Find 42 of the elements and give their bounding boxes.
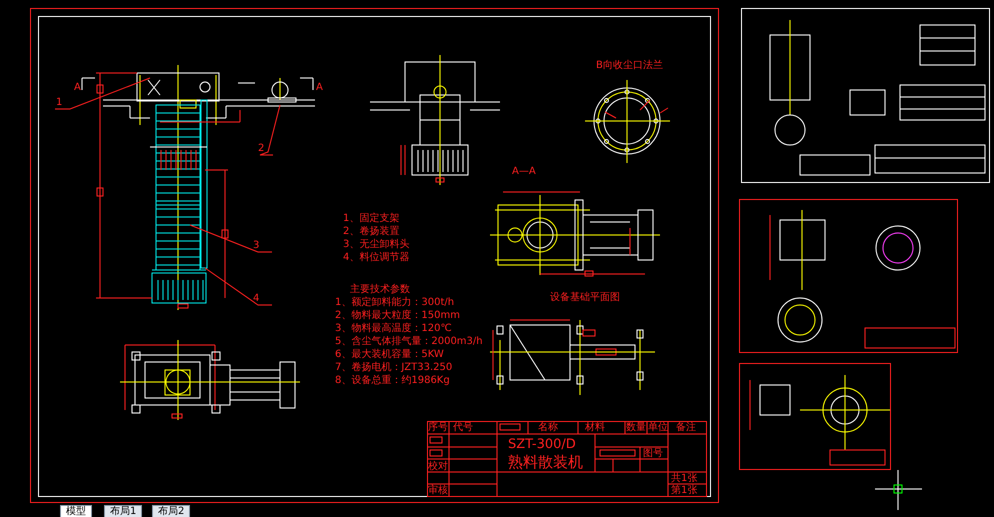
drawing-number: SZT-300/D [508,437,576,452]
leader-line [190,224,272,252]
layout-tab: 布局1 [104,505,142,517]
table-header: 数量 [626,422,646,433]
leader-line [54,78,150,110]
parts-list-item: 1、固定支架 [343,213,400,224]
table-header: 单位 [648,422,668,433]
table-header: 名称 [538,422,558,433]
spec-item: 8、设备总重：约1986Kg [335,375,450,386]
table-label: 共1张 [671,473,698,484]
table-label: 审核 [428,485,448,496]
parts-list-item: 3、无尘卸料头 [343,239,410,250]
callout-number: 2 [258,143,264,154]
spec-item: 7、卷扬电机：JZT33.250 [335,362,452,373]
spec-item: 2、物料最大粒度：150mm [335,310,460,321]
layout-tab: 布局2 [152,505,190,517]
table-header: 序号 [428,422,448,433]
table-label: 第1张 [671,485,698,496]
table-header: 备注 [676,422,696,433]
table-label: 图号 [643,448,663,459]
spec-item: 5、含尘气体排气量：2000m3/h [335,336,483,347]
callout-number: 4 [253,293,260,304]
table-header: 代号 [453,422,473,433]
leader-line [204,268,272,306]
callout-number: 3 [253,240,260,251]
view-title: 设备基础平面图 [550,292,620,303]
layout-tab: 模型 [60,505,92,517]
section-letter: A [316,82,323,93]
drawing-title: 熟料散装机 [508,454,583,471]
callout-number: 1 [56,97,62,108]
table-label: 校对 [428,461,448,472]
parts-list-item: 2、卷扬装置 [343,226,400,237]
table-header: 材料 [585,422,605,433]
section-letter: A [74,82,81,93]
spec-item: 1、额定卸料能力：300t/h [335,297,454,308]
spec-item: 3、物料最高温度：120℃ [335,323,452,334]
parts-list-item: 4、料位调节器 [343,252,410,263]
view-title: B向收尘口法兰 [596,60,663,71]
view-title: A—A [512,166,536,177]
spec-item: 6、最大装机容量：5KW [335,349,444,360]
leader-line [260,104,280,156]
heading: 主要技术参数 [350,284,410,295]
